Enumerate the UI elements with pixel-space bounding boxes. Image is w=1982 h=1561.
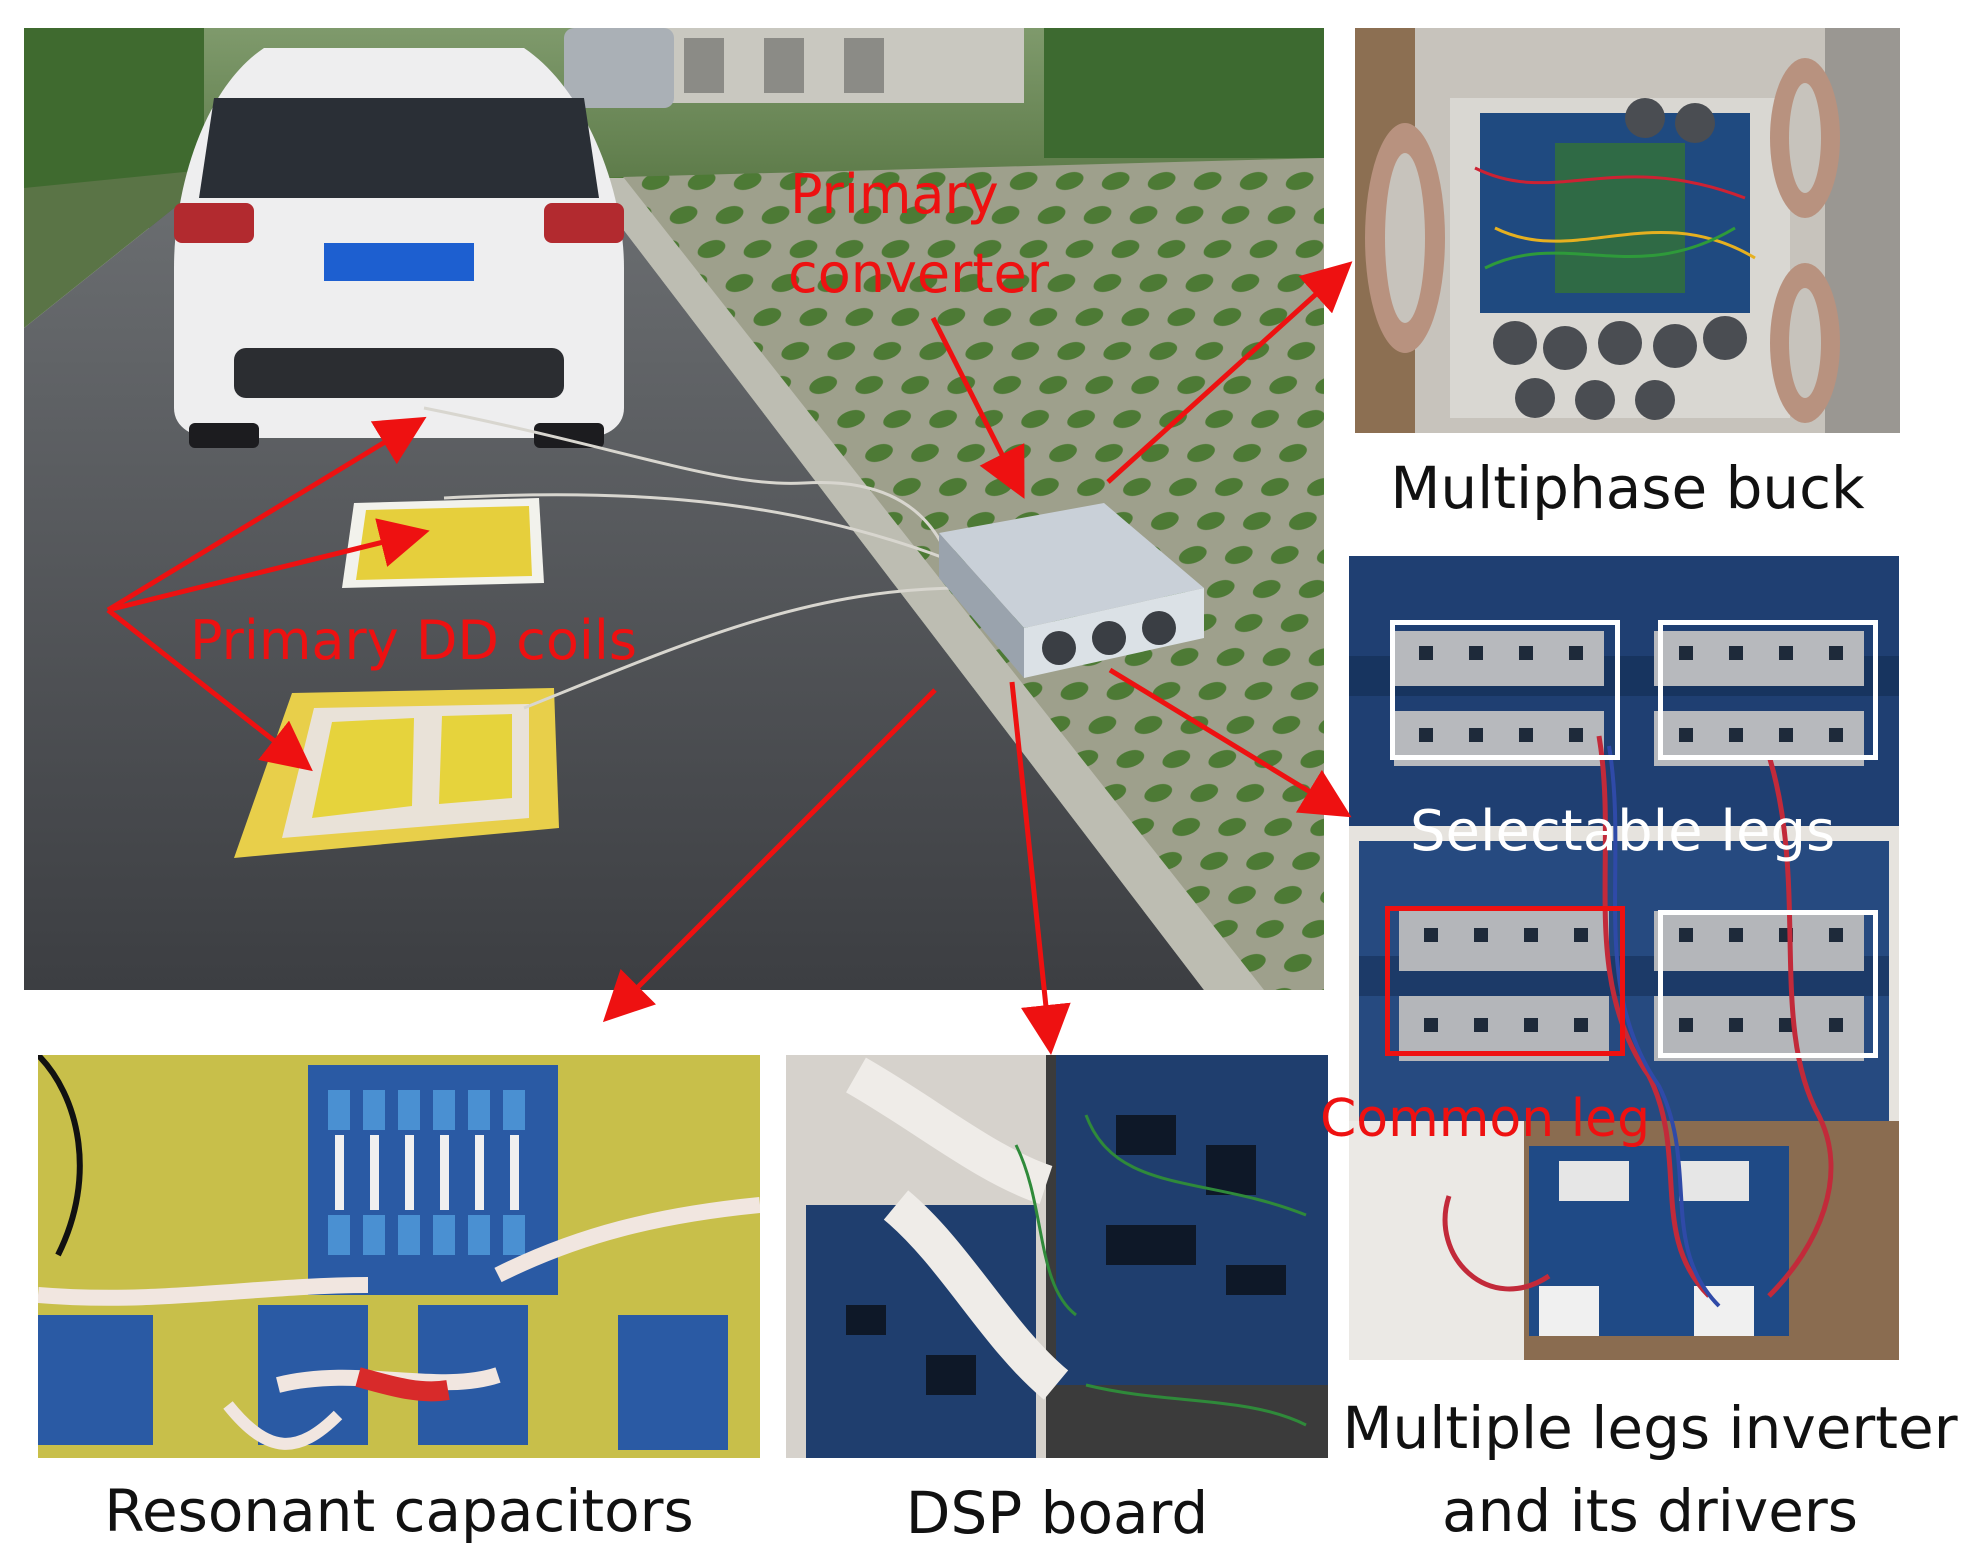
common-leg-box bbox=[1385, 906, 1625, 1056]
dsp-board-caption: DSP board bbox=[905, 1479, 1209, 1547]
main-scene-photo bbox=[24, 28, 1324, 990]
resonant-capacitors-caption: Resonant capacitors bbox=[104, 1477, 694, 1545]
resonant-capacitors-photo bbox=[38, 1055, 760, 1458]
selectable-legs-label: Selectable legs bbox=[1410, 799, 1836, 864]
selectable-leg-box-3 bbox=[1658, 910, 1878, 1058]
multiphase-buck-caption: Multiphase buck bbox=[1390, 454, 1865, 522]
dsp-board-photo bbox=[786, 1055, 1328, 1458]
selectable-leg-box-2 bbox=[1658, 620, 1878, 760]
common-leg-label: Common leg bbox=[1320, 1089, 1651, 1149]
primary-dd-coils-label: Primary DD coils bbox=[190, 609, 638, 672]
multiple-legs-caption-line2: and its drivers bbox=[1442, 1477, 1858, 1545]
selectable-leg-box-1 bbox=[1390, 620, 1620, 760]
primary-converter-label-line1: Primary bbox=[790, 163, 999, 226]
multiphase-buck-photo bbox=[1355, 28, 1900, 433]
multiple-legs-caption-line1: Multiple legs inverter bbox=[1342, 1394, 1958, 1462]
primary-converter-label-line2: converter bbox=[788, 242, 1049, 305]
